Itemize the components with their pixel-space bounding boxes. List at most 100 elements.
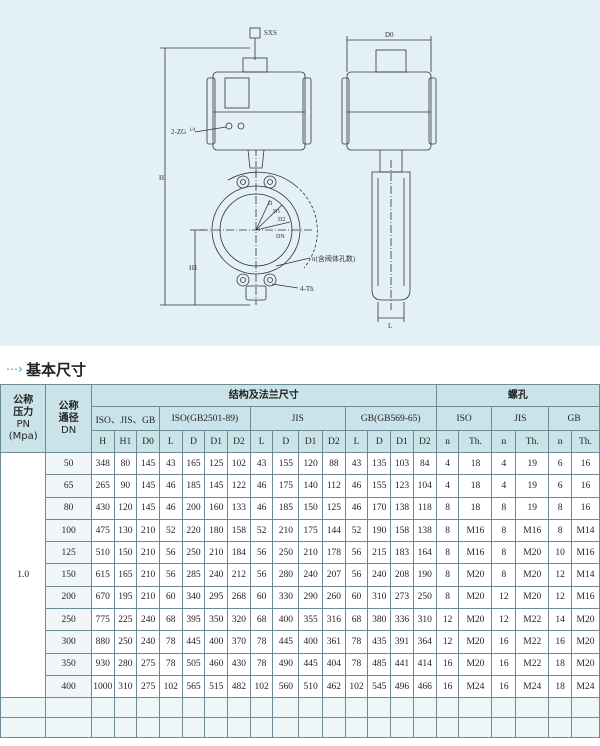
table-cell: 190 <box>412 563 437 587</box>
table-cell: 280 <box>113 652 138 676</box>
table-cell: 240 <box>367 563 392 587</box>
table-cell: 46 <box>344 474 369 498</box>
blank-cell <box>90 697 115 719</box>
table-cell: M20 <box>458 630 493 654</box>
table-cell: 361 <box>322 630 346 654</box>
col-header: D0 <box>136 430 160 453</box>
blank-cell <box>45 717 92 739</box>
table-cell: M20 <box>570 608 600 632</box>
table-cell: 275 <box>136 652 160 676</box>
label-d2: D2 <box>278 217 285 223</box>
table-cell: 145 <box>136 474 160 498</box>
col-header: n <box>548 430 572 453</box>
table-cell: 260 <box>322 585 346 610</box>
table-cell: 1000 <box>90 674 115 699</box>
blank-cell <box>515 697 550 719</box>
table-cell: 56 <box>249 563 274 587</box>
table-cell: 210 <box>136 563 160 587</box>
table-cell: 56 <box>158 541 183 565</box>
valve-drawing-svg: SXS 2-ZG 1/4 H H1 D0 D D1 D2 DN n(含阀体孔数)… <box>159 27 437 330</box>
section-title: 基本尺寸 <box>26 361 87 379</box>
table-cell: 560 <box>272 674 300 699</box>
dotted-arrow-icon: ⋯› <box>6 362 23 376</box>
table-cell: 16 <box>570 451 600 476</box>
table-cell: 60 <box>158 585 183 610</box>
label-n-note: n(含阀体孔数) <box>312 254 356 263</box>
table-cell: 8 <box>491 563 517 587</box>
table-cell: 185 <box>181 474 206 498</box>
blank-cell <box>45 697 92 719</box>
table-cell: 140 <box>298 474 323 498</box>
table-cell: 125 <box>322 496 346 520</box>
table-cell: 46 <box>344 496 369 520</box>
col-header: D2 <box>227 430 251 453</box>
table-cell: 78 <box>249 652 274 676</box>
table-cell: 145 <box>136 496 160 520</box>
label-d0: D0 <box>385 31 394 39</box>
table-cell: 56 <box>344 563 369 587</box>
table-cell: 18 <box>458 474 493 498</box>
table-cell: 240 <box>298 563 323 587</box>
table-cell: 8 <box>435 518 460 543</box>
col-header: H1 <box>113 430 138 453</box>
actuator-body <box>212 71 306 151</box>
table-cell: 184 <box>227 541 251 565</box>
blank-cell <box>458 697 493 719</box>
table-cell: 90 <box>113 474 138 498</box>
table-cell: M14 <box>570 563 600 587</box>
table-cell: 475 <box>90 518 115 543</box>
table-cell: 6 <box>548 451 572 476</box>
dn-cell: 65 <box>45 474 92 498</box>
blank-cell <box>249 697 274 719</box>
table-cell: 355 <box>298 608 323 632</box>
table-cell: 46 <box>249 474 274 498</box>
table-cell: 930 <box>90 652 115 676</box>
table-cell: 16 <box>548 630 572 654</box>
table-cell: 185 <box>272 496 300 520</box>
col-header: Th. <box>515 430 550 453</box>
table-cell: 138 <box>390 496 414 520</box>
blank-cell <box>548 697 572 719</box>
table-cell: 118 <box>412 496 437 520</box>
table-cell: 52 <box>158 518 183 543</box>
table-cell: 482 <box>227 674 251 699</box>
lug-bottom-left <box>236 273 250 287</box>
blank-row <box>0 697 600 719</box>
table-cell: 160 <box>204 496 229 520</box>
table-cell: 340 <box>181 585 206 610</box>
table-cell: 88 <box>322 451 346 476</box>
table-cell: 8 <box>435 585 460 610</box>
table-cell: M16 <box>458 518 493 543</box>
blank-cell <box>435 717 460 739</box>
blank-cell <box>491 717 517 739</box>
blank-cell <box>390 697 414 719</box>
table-cell: M20 <box>458 652 493 676</box>
table-cell: 175 <box>298 518 323 543</box>
blank-cell <box>90 717 115 739</box>
table-cell: M20 <box>515 541 550 565</box>
col-header: D <box>367 430 392 453</box>
table-cell: M20 <box>458 608 493 632</box>
table-cell: 130 <box>113 518 138 543</box>
table-cell: 190 <box>367 518 392 543</box>
table-cell: 435 <box>367 630 392 654</box>
table-cell: 370 <box>227 630 251 654</box>
table-cell: 460 <box>204 652 229 676</box>
table-cell: 78 <box>158 630 183 654</box>
table-cell: 250 <box>113 630 138 654</box>
col-header: L <box>249 430 274 453</box>
label-zg: 2-ZG <box>171 128 186 136</box>
table-cell: M20 <box>458 585 493 610</box>
table-cell: 210 <box>272 518 300 543</box>
label-h: H <box>159 174 164 182</box>
indicator-cap <box>242 57 268 73</box>
table-cell: 56 <box>249 541 274 565</box>
table-cell: 78 <box>344 630 369 654</box>
table-cell: M20 <box>570 652 600 676</box>
table-cell: 8 <box>491 541 517 565</box>
